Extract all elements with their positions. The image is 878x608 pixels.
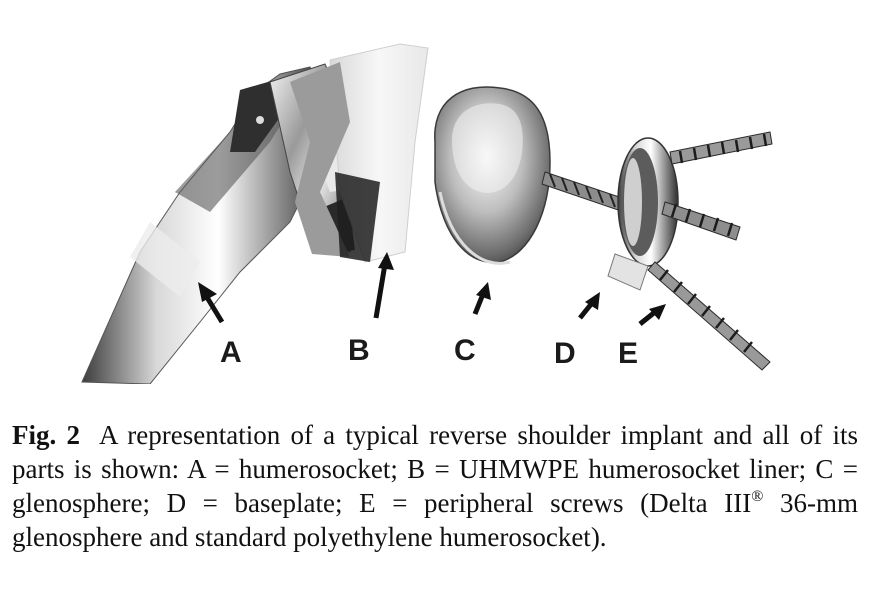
label-a: A [220, 336, 242, 369]
baseplate-shape [607, 137, 679, 291]
arrow-e [638, 304, 666, 326]
label-e: E [618, 337, 638, 370]
caption-text: A representation of a typical reverse sh… [12, 420, 859, 518]
figure-caption: Fig. 2 A representation of a typical rev… [12, 418, 858, 554]
caption-label: Fig. 2 [12, 420, 80, 450]
liner-shape [290, 43, 429, 263]
label-d: D [554, 337, 576, 370]
peripheral-screws-shape [647, 131, 773, 371]
arrow-a [198, 282, 225, 324]
arrow-b [373, 252, 394, 319]
caption-text-end: 36-mm glenosphere and standard polyethyl… [12, 488, 858, 552]
arrows [198, 252, 666, 326]
glenosphere-shape [434, 86, 551, 265]
label-b: B [348, 334, 370, 367]
arrow-c [472, 282, 491, 315]
center-screw-shape [541, 171, 629, 213]
registered-mark: ® [751, 488, 764, 505]
implant-figure: A B C D E [80, 22, 800, 384]
arrow-d [578, 292, 600, 320]
label-c: C [454, 334, 476, 367]
